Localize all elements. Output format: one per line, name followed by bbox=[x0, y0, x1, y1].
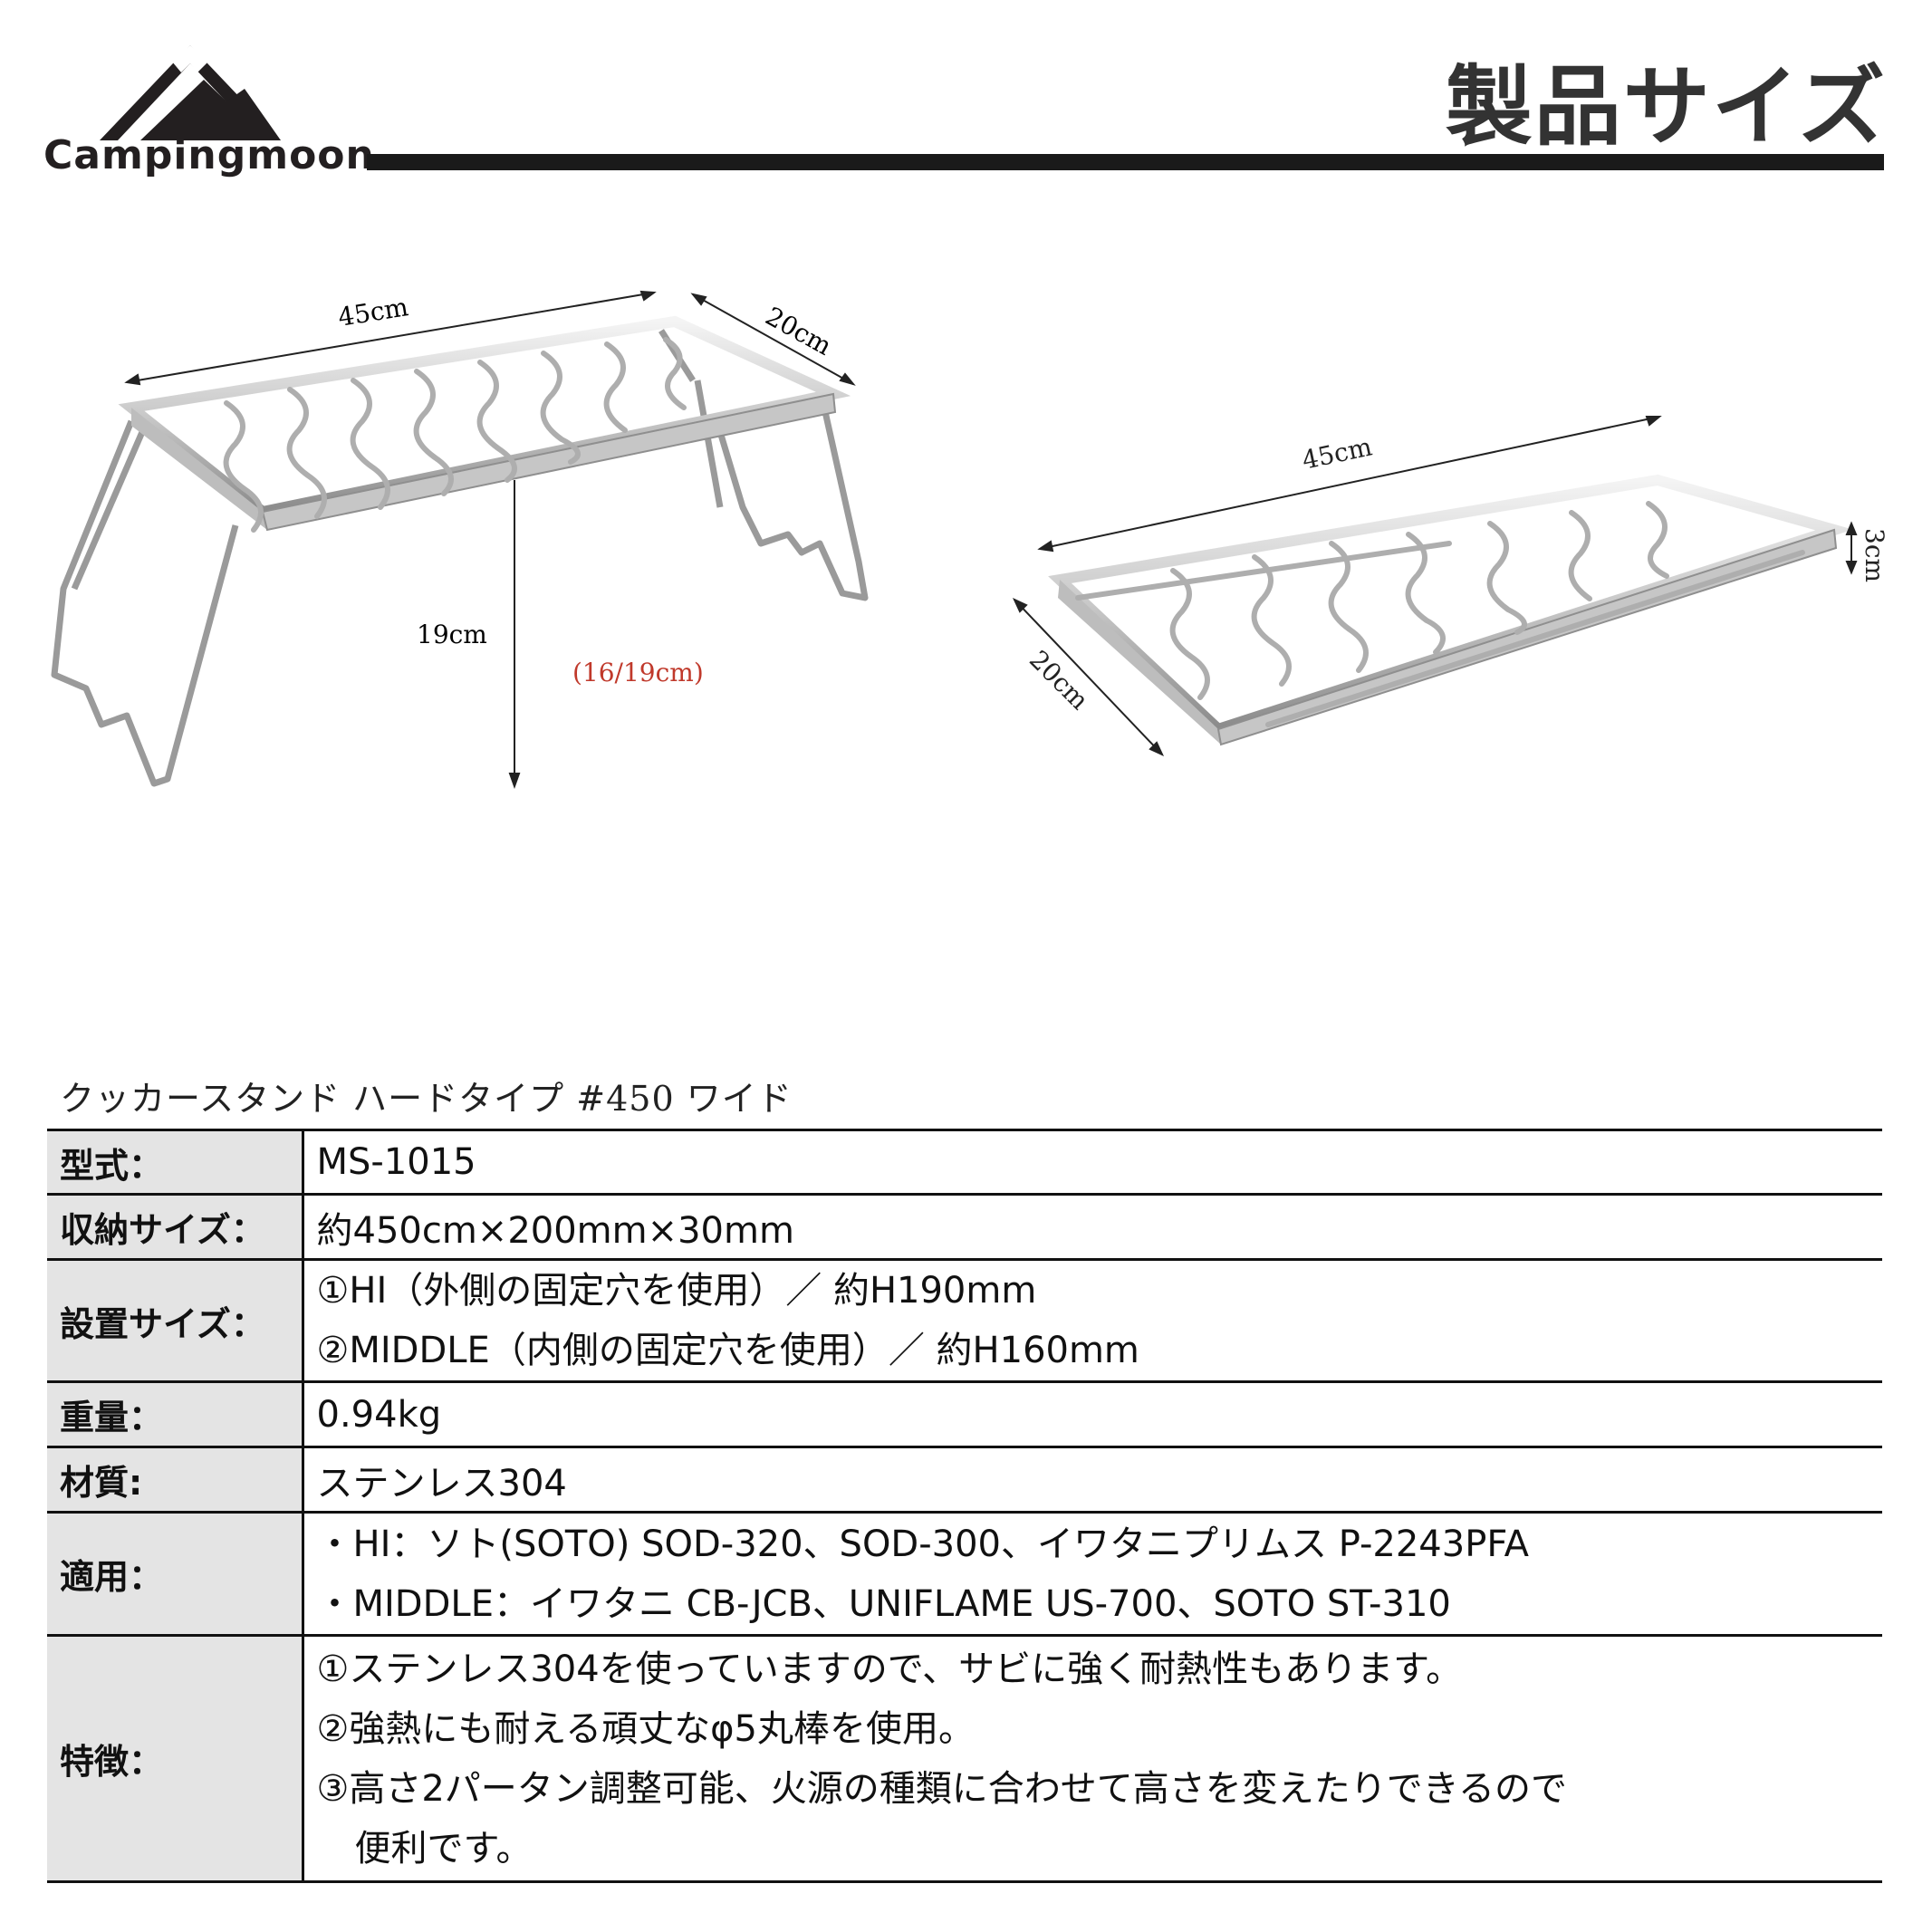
spec-label: 収納サイズ： bbox=[47, 1194, 304, 1261]
spec-line: ①ステンレス304を使っていますので、サビに強く耐熱性もあります。 bbox=[316, 1648, 1463, 1690]
dim-depth-label: 20cm bbox=[761, 301, 837, 361]
spec-value: ステンレス304 bbox=[303, 1447, 1882, 1514]
spec-row-material: 材質: ステンレス304 bbox=[47, 1447, 1882, 1514]
spec-value: MS-1015 bbox=[303, 1129, 1882, 1196]
mountain-logo-icon bbox=[100, 45, 281, 140]
spec-line: ②MIDDLE（内側の固定穴を使用）／ 約H160mm bbox=[316, 1330, 1139, 1371]
spec-table: 型式： MS-1015 収納サイズ： 約450cm×200mm×30mm 設置サ… bbox=[47, 1129, 1882, 1883]
brand-logo bbox=[100, 45, 281, 140]
spec-row-weight: 重量： 0.94kg bbox=[47, 1381, 1882, 1448]
dim-height-label: 19cm bbox=[417, 620, 487, 649]
brand-name: Campingmoon bbox=[43, 132, 375, 178]
dim-width-label: 45cm bbox=[336, 292, 410, 332]
page-title: 製品サイズ bbox=[1445, 56, 1887, 158]
spec-label: 適用： bbox=[47, 1512, 304, 1637]
spec-label: 特徴： bbox=[47, 1635, 304, 1883]
spec-row-features: 特徴： ①ステンレス304を使っていますので、サビに強く耐熱性もあります。 ②強… bbox=[47, 1635, 1882, 1883]
dim-thickness-label: 3cm bbox=[1860, 528, 1889, 582]
spec-value: ①ステンレス304を使っていますので、サビに強く耐熱性もあります。 ②強熱にも耐… bbox=[303, 1635, 1882, 1883]
spec-label: 設置サイズ： bbox=[47, 1259, 304, 1383]
spec-line: ①HI（外側の固定穴を使用）／ 約H190mm bbox=[316, 1270, 1037, 1312]
spec-value: 約450cm×200mm×30mm bbox=[303, 1194, 1882, 1261]
spec-line: ③高さ2パータン調整可能、火源の種類に合わせて高さを変えたりできるので bbox=[316, 1767, 1568, 1810]
spec-line: ②強熱にも耐える頑丈なφ5丸棒を使用。 bbox=[316, 1707, 976, 1750]
spec-row-storage-size: 収納サイズ： 約450cm×200mm×30mm bbox=[47, 1194, 1882, 1261]
spec-line: ・HI：ソト(SOTO) SOD-320、SOD-300、イワタニプリムス P-… bbox=[316, 1523, 1530, 1565]
spec-line: 便利です。 bbox=[354, 1827, 533, 1870]
spec-row-model: 型式： MS-1015 bbox=[47, 1129, 1882, 1196]
spec-label: 型式： bbox=[47, 1129, 304, 1196]
rack-standing-illustration: 45cm 20cm 19cm (16/19cm) bbox=[51, 290, 869, 789]
rack-folded-illustration: 45cm 20cm 3cm bbox=[1012, 416, 1889, 757]
dim-height-options-label: (16/19cm) bbox=[572, 658, 704, 687]
spec-row-compatibility: 適用： ・HI：ソト(SOTO) SOD-320、SOD-300、イワタニプリム… bbox=[47, 1512, 1882, 1637]
spec-label: 重量： bbox=[47, 1381, 304, 1448]
spec-value: ①HI（外側の固定穴を使用）／ 約H190mm ②MIDDLE（内側の固定穴を使… bbox=[303, 1259, 1882, 1383]
dim-width-label: 45cm bbox=[1300, 431, 1375, 475]
header-rule bbox=[367, 154, 1884, 170]
spec-line: ・MIDDLE：イワタニ CB-JCB、UNIFLAME US-700、SOTO… bbox=[316, 1582, 1451, 1625]
dim-depth-label: 20cm bbox=[1024, 645, 1094, 716]
spec-value: 0.94kg bbox=[303, 1381, 1882, 1448]
spec-value: ・HI：ソト(SOTO) SOD-320、SOD-300、イワタニプリムス P-… bbox=[303, 1512, 1882, 1637]
spec-row-setup-size: 設置サイズ： ①HI（外側の固定穴を使用）／ 約H190mm ②MIDDLE（内… bbox=[47, 1259, 1882, 1383]
product-name: クッカースタンド ハードタイプ #450 ワイド bbox=[60, 1079, 793, 1119]
spec-label: 材質: bbox=[47, 1447, 304, 1514]
